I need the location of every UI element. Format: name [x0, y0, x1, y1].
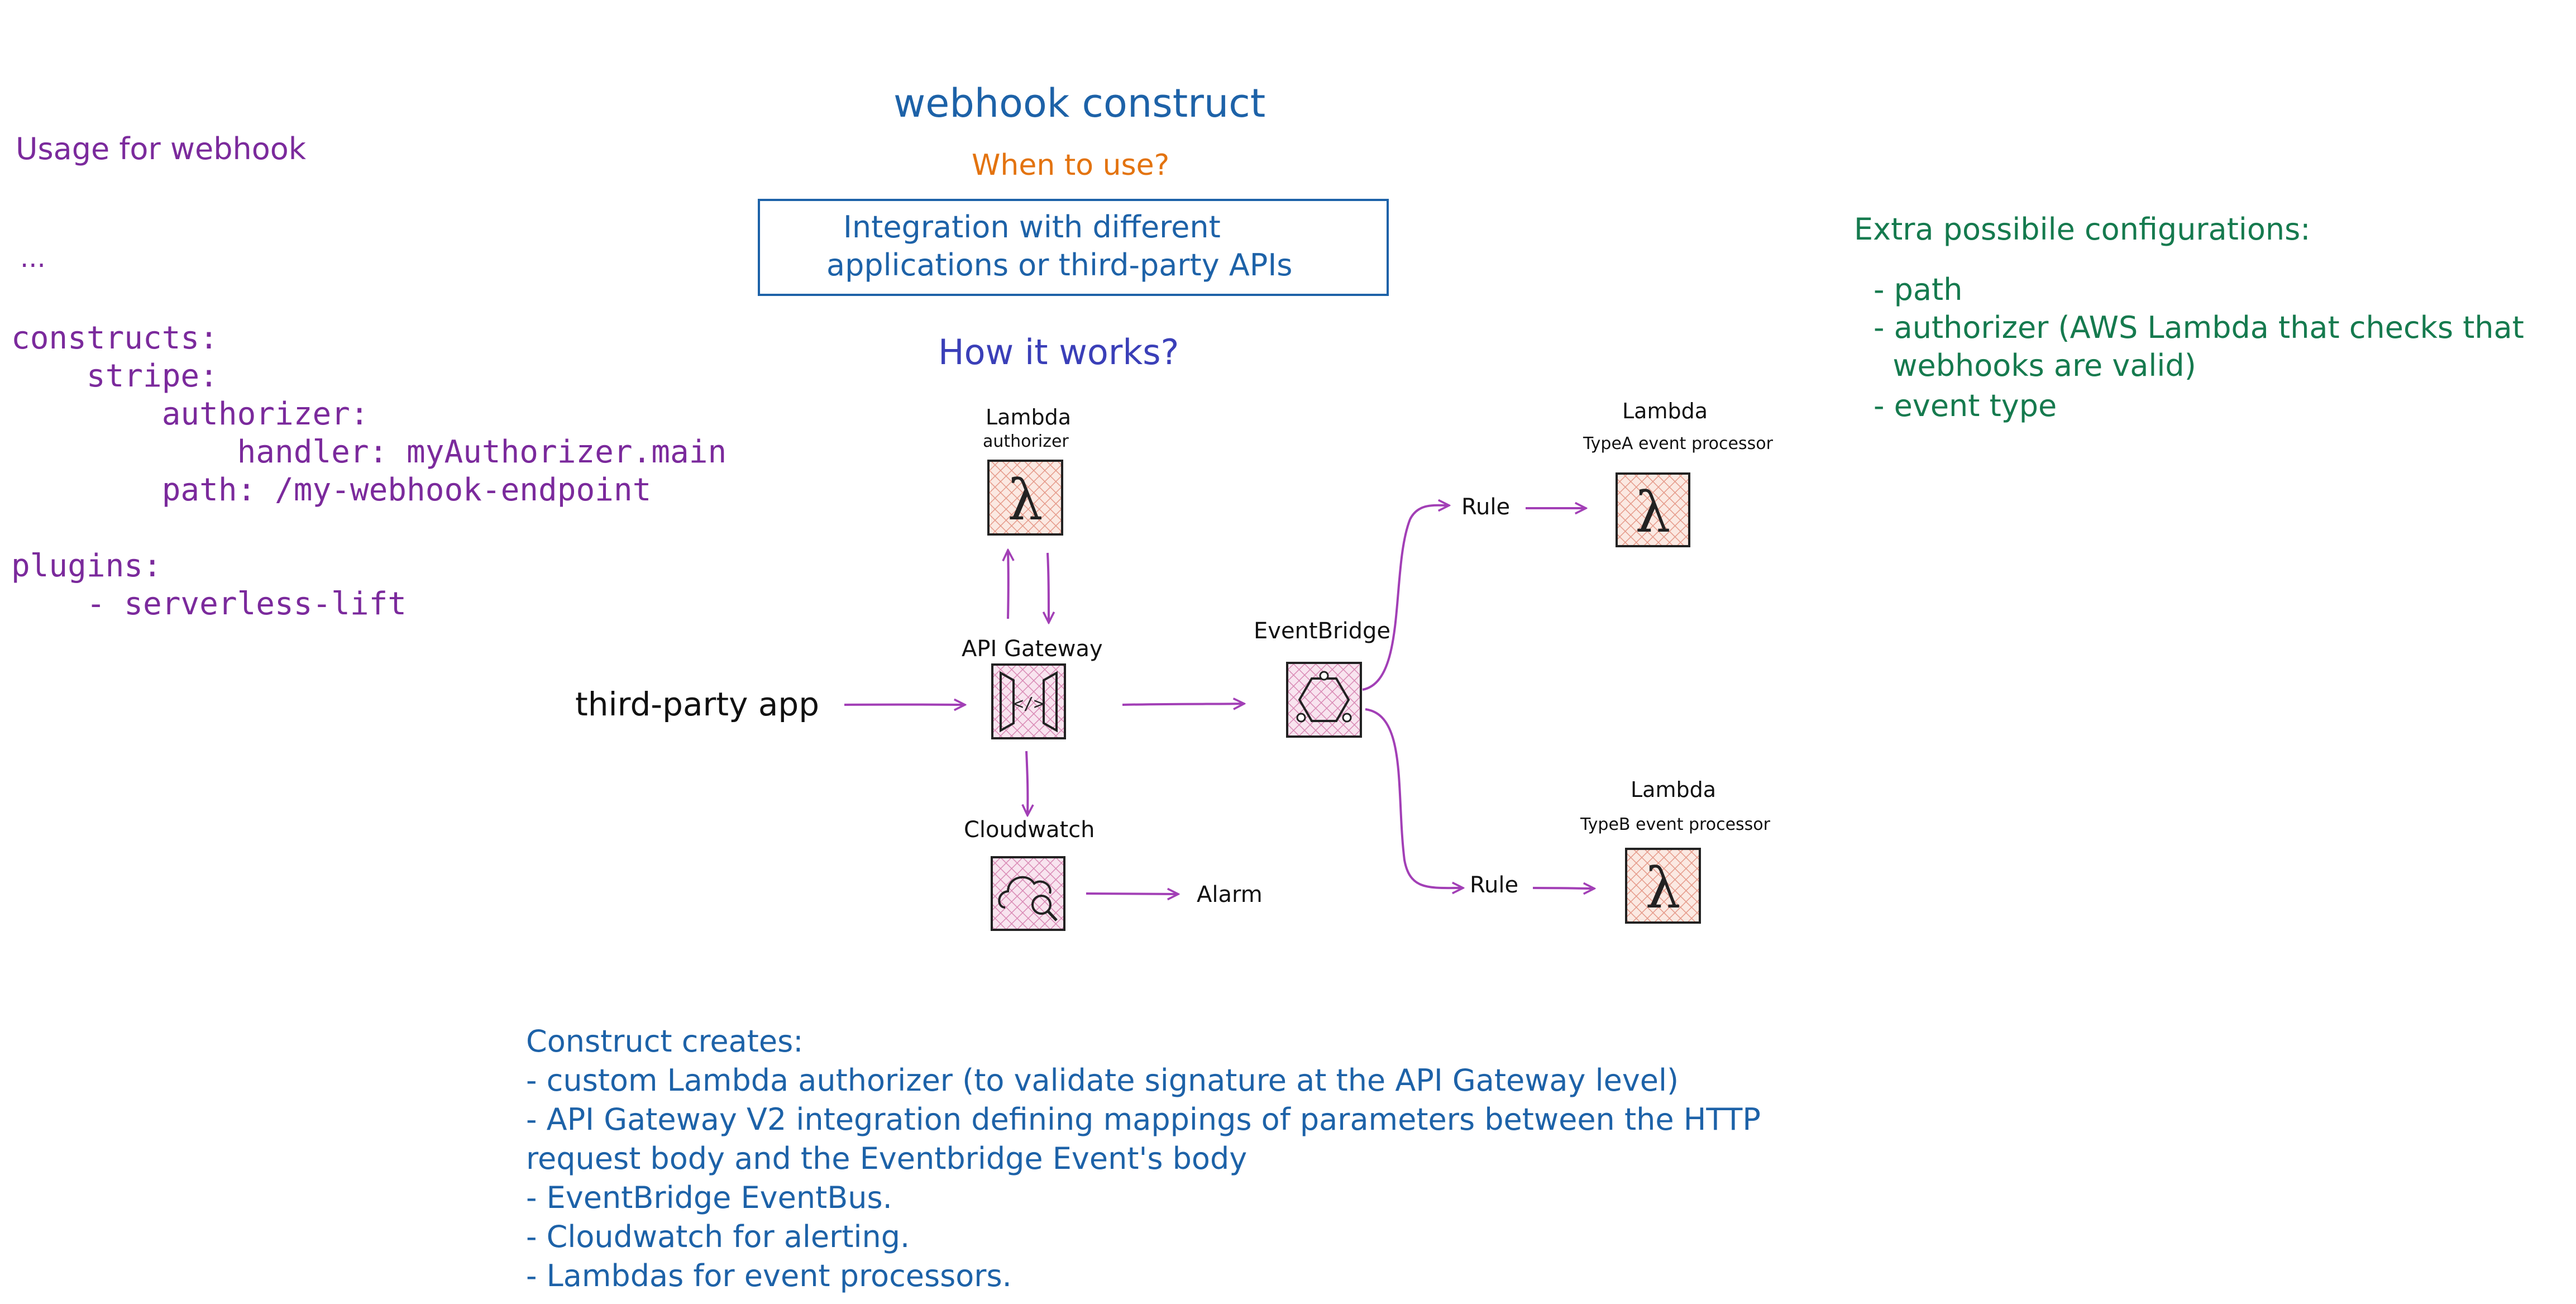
arrow-apigw-to-cloudwatch: [1026, 751, 1027, 815]
svg-text:λ: λ: [1635, 480, 1670, 545]
arrow-eventbridge-to-rule-a: [1362, 505, 1449, 691]
cloudwatch-label: Cloudwatch: [964, 817, 1095, 843]
arrow-eventbridge-to-rule-b: [1365, 708, 1463, 888]
construct-creates-item: - Lambdas for event processors.: [526, 1258, 1012, 1293]
extra-config-item: webhooks are valid): [1874, 348, 2196, 383]
construct-creates-item: request body and the Eventbridge Event's…: [526, 1141, 1248, 1176]
page-title: webhook construct: [893, 80, 1266, 126]
usage-ellipsis: ...: [20, 242, 46, 274]
extra-config-title: Extra possibile configurations:: [1854, 212, 2311, 247]
construct-creates-item: - EventBridge EventBus.: [526, 1180, 892, 1215]
lambda-authorizer-title: Lambda: [986, 405, 1072, 429]
api-gateway-icon: </>: [991, 663, 1066, 739]
lambda-typea-subtitle: TypeA event processor: [1583, 434, 1773, 453]
lambda-typea-icon: λ: [1616, 472, 1690, 547]
svg-text:λ: λ: [1007, 467, 1043, 533]
code-line: constructs:: [11, 320, 218, 356]
arrow-apigw-to-authorizer: [1008, 550, 1009, 619]
lambda-authorizer-subtitle: authorizer: [983, 432, 1069, 451]
when-to-use-box: [758, 199, 1389, 296]
rule-b-label: Rule: [1470, 872, 1519, 898]
eventbridge-icon: [1286, 662, 1362, 738]
lambda-typeb-subtitle: TypeB event processor: [1580, 815, 1770, 834]
code-line: plugins:: [11, 548, 162, 584]
lambda-typeb-title: Lambda: [1631, 777, 1717, 802]
when-to-use-line-1: Integration with different: [843, 209, 1221, 245]
arrow-rule-b-to-lambda-b: [1532, 888, 1594, 889]
arrow-apigw-to-eventbridge: [1122, 704, 1244, 705]
lambda-typeb-icon: λ: [1625, 848, 1701, 924]
code-line: handler: myAuthorizer.main: [11, 434, 727, 470]
code-line: stripe:: [11, 358, 218, 394]
construct-creates-item: - API Gateway V2 integration defining ma…: [526, 1102, 1761, 1137]
code-line: authorizer:: [11, 396, 369, 432]
alarm-label: Alarm: [1197, 882, 1263, 907]
construct-creates-item: - custom Lambda authorizer (to validate …: [526, 1063, 1679, 1098]
code-line: - serverless-lift: [11, 586, 407, 622]
third-party-app-label: third-party app: [575, 685, 820, 723]
when-to-use-line-2: applications or third-party APIs: [826, 247, 1293, 283]
api-gateway-label: API Gateway: [962, 636, 1103, 662]
code-line: path: /my-webhook-endpoint: [11, 472, 652, 508]
eventbridge-label: EventBridge: [1254, 618, 1390, 644]
cloudwatch-icon: [991, 856, 1065, 931]
lambda-authorizer-icon: λ: [987, 460, 1063, 536]
extra-config-item: - authorizer (AWS Lambda that checks tha…: [1874, 310, 2524, 345]
lambda-typea-title: Lambda: [1622, 399, 1708, 423]
construct-creates-title: Construct creates:: [526, 1024, 804, 1059]
svg-text:λ: λ: [1645, 856, 1680, 921]
how-it-works-label: How it works?: [938, 332, 1179, 372]
extra-config-item: - path: [1874, 272, 1963, 307]
extra-config-item: - event type: [1874, 388, 2057, 423]
construct-creates-item: - Cloudwatch for alerting.: [526, 1219, 910, 1254]
arrow-authorizer-to-apigw: [1048, 552, 1049, 623]
when-to-use-label: When to use?: [972, 149, 1170, 182]
rule-a-label: Rule: [1461, 494, 1511, 520]
svg-text:</>: </>: [1014, 694, 1044, 714]
usage-title: Usage for webhook: [16, 131, 307, 166]
